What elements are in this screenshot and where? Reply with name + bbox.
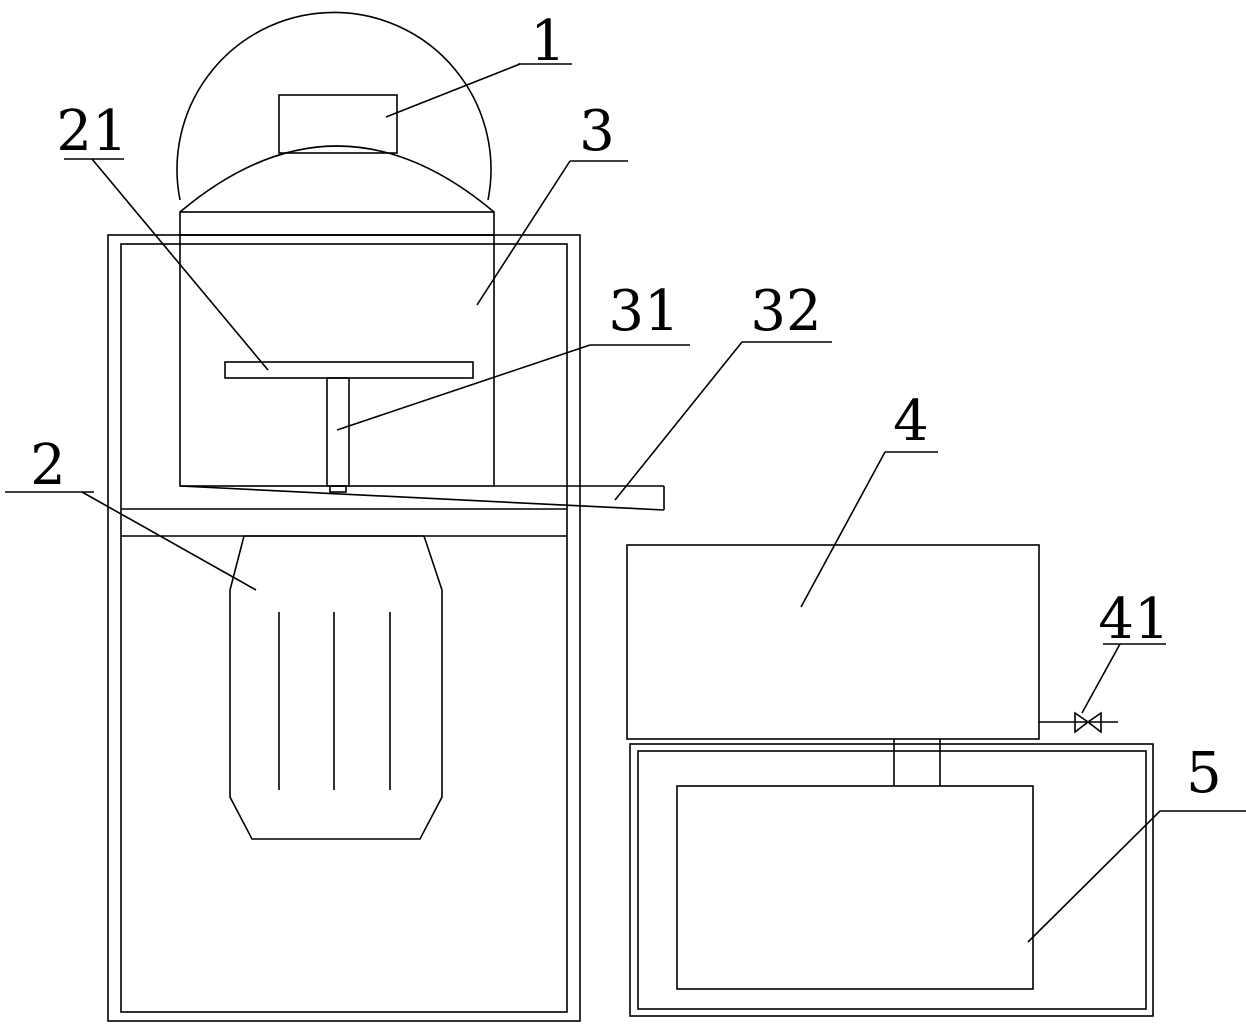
dome-base-rim <box>179 211 495 236</box>
leader-32 <box>614 341 743 501</box>
label-31: 31 <box>608 279 679 344</box>
leader-2 <box>81 491 257 591</box>
cabinet-inner-wall <box>120 243 568 1013</box>
discharge-chute <box>179 485 665 511</box>
valve-assembly <box>1039 711 1118 734</box>
leader-3 <box>476 160 571 306</box>
box-outer-wall <box>629 743 1154 1017</box>
label-2: 2 <box>30 433 66 498</box>
leader-lines <box>5 63 1246 943</box>
valve-left-wedge <box>1074 711 1090 734</box>
motor-housing <box>229 535 443 840</box>
label-5: 5 <box>1186 741 1222 806</box>
motor-block <box>278 94 398 154</box>
leader-21 <box>91 158 269 371</box>
inner-container <box>676 785 1034 990</box>
grinding-chamber <box>179 234 495 493</box>
chute-bottom-edge <box>179 485 665 511</box>
label-4: 4 <box>893 389 929 454</box>
dome-inner-arc <box>179 145 495 213</box>
label-3: 3 <box>579 99 615 164</box>
motor-dome <box>176 11 495 236</box>
leader-31 <box>336 344 591 431</box>
lower-motor <box>229 535 443 840</box>
box-inner-wall <box>637 750 1147 1010</box>
label-1: 1 <box>530 9 566 74</box>
tank-body <box>626 544 1040 740</box>
chamber-body <box>179 234 495 487</box>
dome-outer-arc <box>176 11 492 201</box>
label-32: 32 <box>750 279 821 344</box>
upper-tank <box>626 544 1040 740</box>
leader-1 <box>385 63 521 118</box>
reference-numerals: 1 21 3 31 32 2 4 41 5 <box>30 9 1222 806</box>
valve-right-wedge <box>1086 711 1102 734</box>
drive-shaft <box>326 377 350 487</box>
leader-5 <box>1027 810 1161 943</box>
shaft-coupling <box>329 485 347 493</box>
leader-4 <box>800 451 886 608</box>
leader-41 <box>1081 643 1121 714</box>
cutter-disc <box>224 361 474 379</box>
lower-box <box>629 739 1154 1017</box>
cabinet-outer-wall <box>107 234 581 1022</box>
label-21: 21 <box>56 99 127 164</box>
left-cabinet <box>107 234 581 1022</box>
label-41: 41 <box>1098 587 1169 652</box>
